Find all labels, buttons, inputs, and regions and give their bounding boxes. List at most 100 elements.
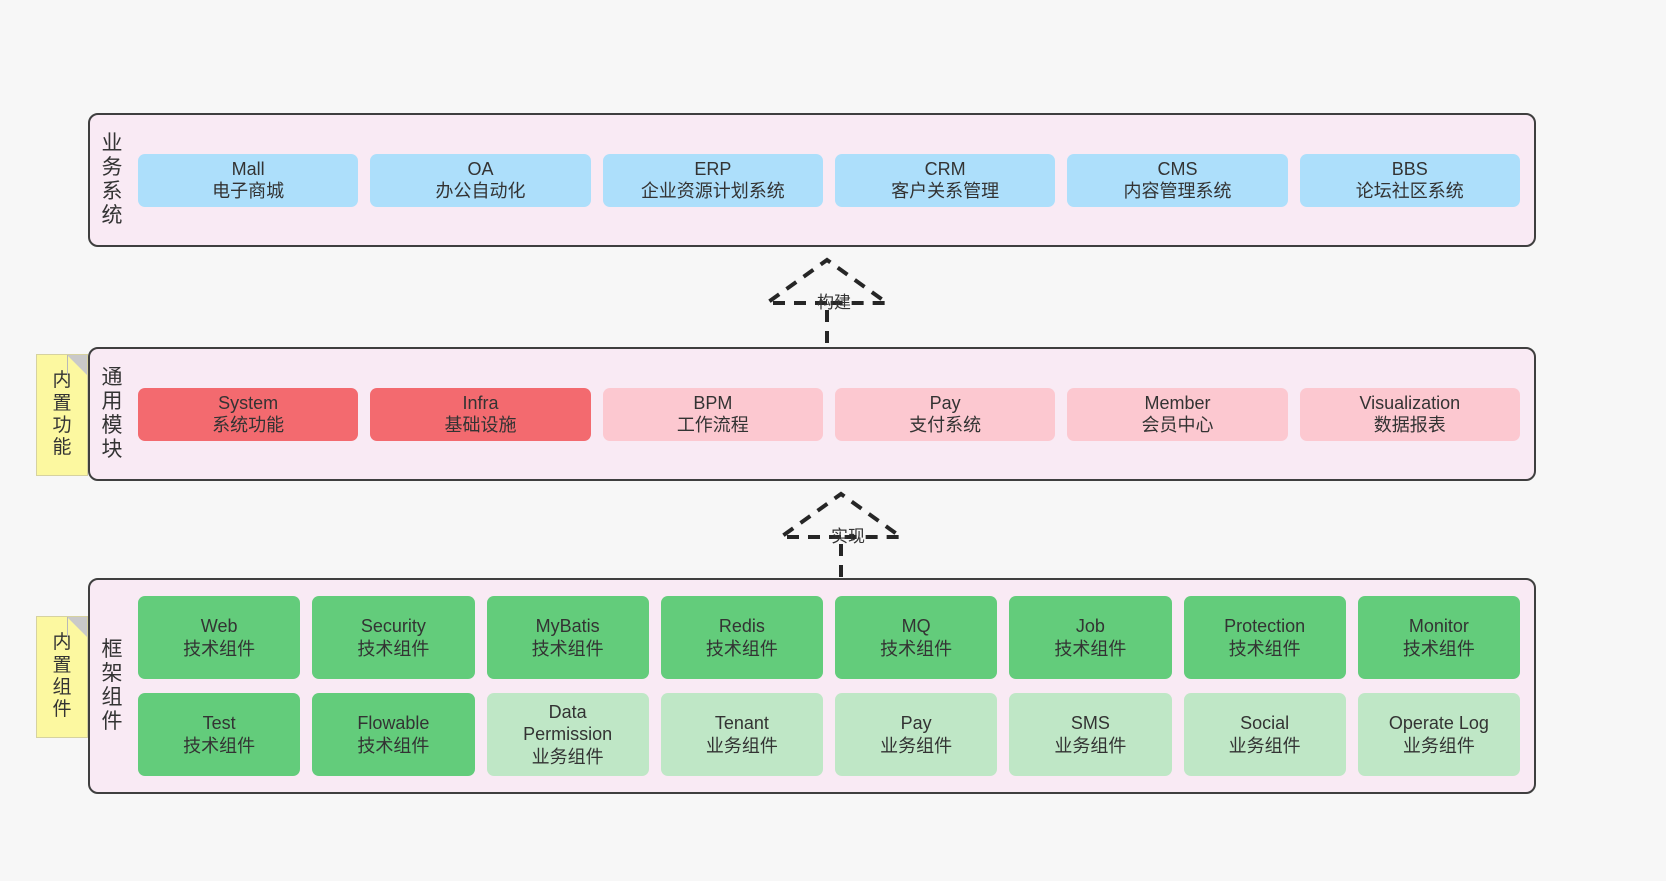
card-title: Monitor [1408, 616, 1469, 636]
card-subtitle: 数据报表 [1373, 415, 1446, 435]
card-protection[interactable]: Protection 技术组件 [1183, 596, 1346, 679]
card-subtitle: 内容管理系统 [1123, 181, 1232, 201]
card-title: BBS [1391, 158, 1428, 179]
card-monitor[interactable]: Monitor 技术组件 [1357, 596, 1520, 679]
card-row: System 系统功能 Infra 基础设施 BPM 工作流程 Pay 支付系统… [138, 387, 1520, 441]
layer-title-common-text: 通用模块 [101, 366, 123, 461]
card-subtitle: 办公自动化 [435, 181, 526, 201]
connector-implement: 实现 [771, 491, 931, 597]
card-title: Data Permission [523, 701, 613, 745]
card-subtitle: 会员中心 [1141, 415, 1214, 435]
card-subtitle: 支付系统 [909, 415, 982, 435]
card-title: Pay [900, 713, 932, 733]
card-test[interactable]: Test 技术组件 [138, 693, 301, 776]
card-tenant[interactable]: Tenant 业务组件 [660, 693, 823, 776]
card-title: SMS [1070, 713, 1110, 733]
layer-title-business-text: 业务系统 [101, 132, 123, 227]
layer-title-common: 通用模块 [90, 349, 134, 479]
card-infra[interactable]: Infra 基础设施 [370, 387, 591, 441]
card-subtitle: 业务组件 [1402, 735, 1475, 756]
card-title: Tenant [714, 713, 769, 733]
card-subtitle: 业务组件 [705, 735, 778, 756]
card-subtitle: 工作流程 [676, 415, 749, 435]
note-fold-line [67, 617, 87, 637]
note-builtin-component: 内置组件 [36, 616, 88, 738]
card-title: System [218, 392, 279, 413]
card-title: Infra [462, 392, 499, 413]
note-fold-icon [67, 617, 87, 637]
card-title: Operate Log [1388, 713, 1489, 733]
card-subtitle: 客户关系管理 [891, 181, 1000, 201]
note-label: 内置功能 [52, 370, 72, 459]
card-flowable[interactable]: Flowable 技术组件 [312, 693, 475, 776]
layer-body-common: System 系统功能 Infra 基础设施 BPM 工作流程 Pay 支付系统… [134, 349, 1534, 479]
card-system[interactable]: System 系统功能 [138, 387, 359, 441]
card-subtitle: 技术组件 [1402, 638, 1475, 659]
layer-title-framework: 框架组件 [90, 580, 134, 792]
card-web[interactable]: Web 技术组件 [138, 596, 301, 679]
card-title: Flowable [357, 713, 430, 733]
card-member[interactable]: Member 会员中心 [1067, 387, 1288, 441]
card-security[interactable]: Security 技术组件 [312, 596, 475, 679]
card-mybatis[interactable]: MyBatis 技术组件 [486, 596, 649, 679]
card-cms[interactable]: CMS 内容管理系统 [1067, 153, 1288, 207]
card-title: Mall [231, 158, 265, 179]
card-title: Member [1144, 392, 1211, 413]
card-title: Web [200, 616, 238, 636]
card-visualization[interactable]: Visualization 数据报表 [1299, 387, 1520, 441]
card-row: Mall 电子商城 OA 办公自动化 ERP 企业资源计划系统 CRM 客户关系… [138, 153, 1520, 207]
layer-common: 通用模块 System 系统功能 Infra 基础设施 BPM 工作流程 Pay [88, 347, 1536, 481]
card-bbs[interactable]: BBS 论坛社区系统 [1299, 153, 1520, 207]
card-subtitle: 系统功能 [212, 415, 285, 435]
card-subtitle: 业务组件 [1228, 735, 1301, 756]
card-redis[interactable]: Redis 技术组件 [660, 596, 823, 679]
card-subtitle: 技术组件 [357, 735, 430, 756]
card-title: Job [1075, 616, 1105, 636]
card-erp[interactable]: ERP 企业资源计划系统 [602, 153, 823, 207]
note-fold-line [67, 355, 87, 375]
card-title: Protection [1224, 616, 1306, 636]
card-title: ERP [694, 158, 732, 179]
layer-body-framework: Web 技术组件 Security 技术组件 MyBatis 技术组件 Redi… [134, 580, 1534, 792]
layer-business: 业务系统 Mall 电子商城 OA 办公自动化 ERP 企业资源计划系统 CRM [88, 113, 1536, 247]
connector-implement-label: 实现 [831, 527, 865, 546]
card-subtitle: 电子商城 [212, 181, 285, 201]
card-title: OA [467, 158, 494, 179]
connector-build-label: 构建 [817, 293, 851, 312]
card-pay-component[interactable]: Pay 业务组件 [835, 693, 998, 776]
note-fold-icon [67, 355, 87, 375]
card-row: Test 技术组件 Flowable 技术组件 Data Permission … [138, 693, 1520, 776]
card-job[interactable]: Job 技术组件 [1009, 596, 1172, 679]
note-builtin-function: 内置功能 [36, 354, 88, 476]
note-label: 内置组件 [52, 632, 72, 721]
card-title: Test [202, 713, 236, 733]
card-subtitle: 技术组件 [357, 638, 430, 659]
card-title: Redis [718, 616, 765, 636]
card-operate-log[interactable]: Operate Log 业务组件 [1357, 693, 1520, 776]
connector-build: 构建 [757, 257, 917, 363]
card-pay-module[interactable]: Pay 支付系统 [834, 387, 1056, 441]
card-subtitle: 技术组件 [880, 638, 953, 659]
layer-title-framework-text: 框架组件 [101, 638, 123, 733]
card-mq[interactable]: MQ 技术组件 [835, 596, 998, 679]
card-subtitle: 基础设施 [444, 415, 517, 435]
card-subtitle: 业务组件 [531, 746, 604, 767]
card-subtitle: 技术组件 [531, 638, 604, 659]
card-title: MyBatis [535, 616, 600, 636]
connector-build-shape [760, 257, 894, 343]
card-subtitle: 技术组件 [705, 638, 778, 659]
card-data-permission[interactable]: Data Permission 业务组件 [486, 693, 649, 776]
card-title: CMS [1157, 158, 1198, 179]
card-subtitle: 技术组件 [183, 638, 256, 659]
connector-implement-shape [774, 491, 908, 577]
card-mall[interactable]: Mall 电子商城 [138, 153, 359, 207]
card-social[interactable]: Social 业务组件 [1183, 693, 1346, 776]
card-subtitle: 企业资源计划系统 [640, 181, 785, 201]
card-sms[interactable]: SMS 业务组件 [1009, 693, 1172, 776]
layer-framework: 框架组件 Web 技术组件 Security 技术组件 MyBatis 技术组件… [88, 578, 1536, 794]
card-bpm[interactable]: BPM 工作流程 [602, 387, 823, 441]
layer-body-business: Mall 电子商城 OA 办公自动化 ERP 企业资源计划系统 CRM 客户关系… [134, 115, 1534, 245]
card-crm[interactable]: CRM 客户关系管理 [834, 153, 1056, 207]
card-oa[interactable]: OA 办公自动化 [370, 153, 591, 207]
